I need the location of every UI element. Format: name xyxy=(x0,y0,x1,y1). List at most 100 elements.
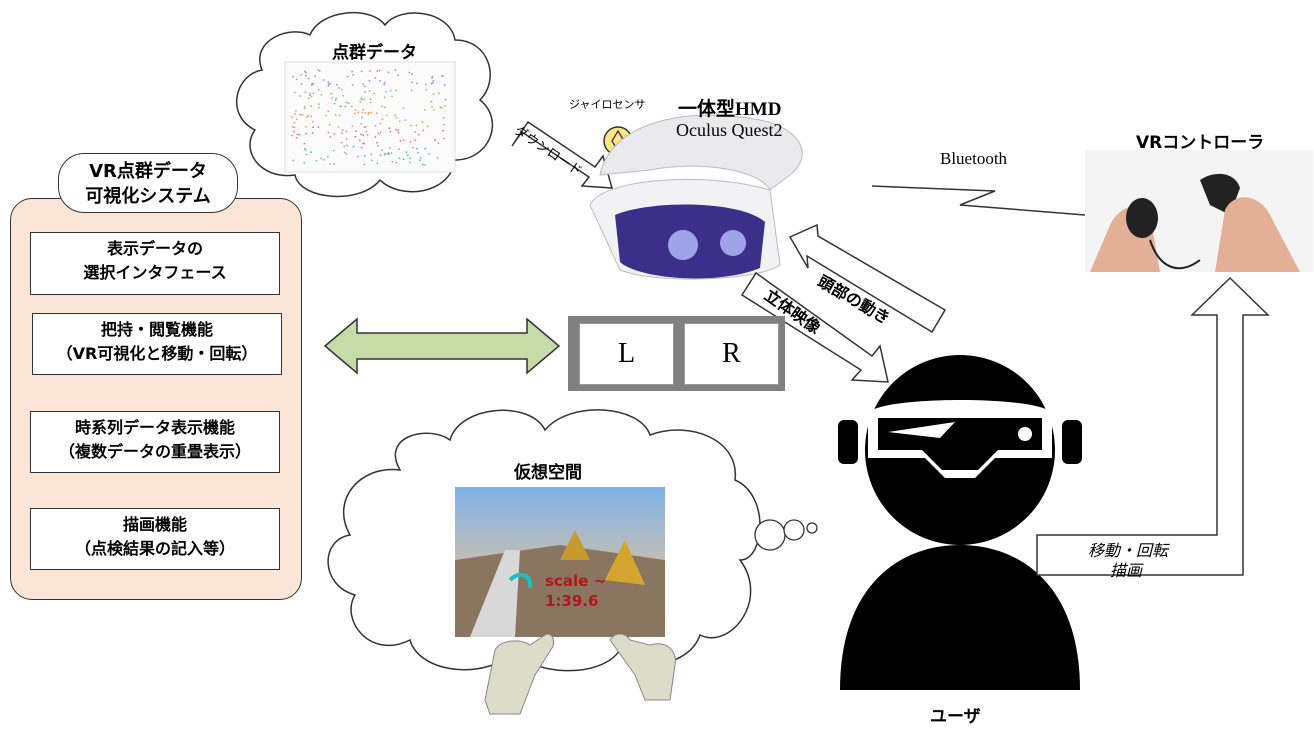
point-cloud-dot xyxy=(389,147,391,149)
point-cloud-dot xyxy=(310,115,312,118)
point-cloud-dot xyxy=(308,94,311,97)
point-cloud-dot xyxy=(409,161,411,164)
point-cloud-dot xyxy=(322,79,325,81)
point-cloud-dot xyxy=(402,158,405,161)
point-cloud-dot xyxy=(398,157,401,160)
point-cloud-dot xyxy=(397,131,400,134)
point-cloud-dot xyxy=(387,71,390,74)
point-cloud-dot xyxy=(366,134,369,136)
point-cloud-dot xyxy=(311,132,314,135)
point-cloud-dot xyxy=(425,83,427,86)
point-cloud-dot xyxy=(304,107,306,110)
point-cloud-dot xyxy=(330,92,333,95)
function-label: 表示データの xyxy=(106,239,203,258)
point-cloud-dot xyxy=(318,103,320,105)
point-cloud-dot xyxy=(394,114,396,117)
point-cloud-dot xyxy=(332,149,335,152)
point-cloud-dot xyxy=(340,88,343,91)
point-cloud-dot xyxy=(311,120,314,123)
function-label: 選択インタフェース xyxy=(83,263,227,282)
function-box-grasp-view: 把持・閲覧機能 （VR可視化と移動・回転） xyxy=(32,313,282,375)
point-cloud-dot xyxy=(383,83,385,86)
point-cloud-dot xyxy=(432,93,435,95)
point-cloud-dot xyxy=(424,108,426,111)
point-cloud-dot xyxy=(410,89,413,92)
point-cloud-dot xyxy=(395,161,398,164)
point-cloud-dot xyxy=(431,81,434,84)
point-cloud-dot xyxy=(376,141,378,144)
point-cloud-dot xyxy=(325,114,327,117)
point-cloud-dot xyxy=(341,129,344,131)
head-motion-arrow xyxy=(788,223,947,334)
point-cloud-dot xyxy=(442,129,444,132)
point-cloud-dot xyxy=(379,154,382,157)
point-cloud-dot xyxy=(443,137,445,140)
thought-bubble-large xyxy=(754,519,786,551)
point-cloud-dot xyxy=(331,97,333,99)
point-cloud-dot xyxy=(346,75,349,78)
point-cloud-dot xyxy=(411,73,413,75)
point-cloud-dot xyxy=(318,70,321,72)
point-cloud-dot xyxy=(345,130,348,133)
point-cloud-dot xyxy=(381,149,383,152)
point-cloud-dot xyxy=(415,82,418,85)
point-cloud-dot xyxy=(416,147,418,150)
point-cloud-dot xyxy=(295,110,297,112)
point-cloud-dot xyxy=(340,141,343,144)
point-cloud-dot xyxy=(362,142,364,145)
point-cloud-dot xyxy=(414,131,417,133)
point-cloud-dot xyxy=(341,132,343,134)
point-cloud-dot xyxy=(438,92,440,95)
point-cloud-dot xyxy=(333,163,335,166)
point-cloud-dot xyxy=(385,114,388,117)
controller-label: VRコントローラ xyxy=(1136,133,1265,153)
point-cloud-dot xyxy=(351,125,354,127)
point-cloud-dot xyxy=(431,77,433,79)
function-label: 把持・閲覧機能 xyxy=(100,320,213,339)
point-cloud-dot xyxy=(320,93,323,96)
point-cloud-dot xyxy=(443,84,446,87)
point-cloud-dot xyxy=(291,116,293,119)
virtual-space-label: 仮想空間 xyxy=(514,463,582,483)
point-cloud-dot xyxy=(293,130,295,133)
stereo-arrow xyxy=(740,271,889,383)
point-cloud-dot xyxy=(369,111,372,114)
point-cloud-dot xyxy=(383,81,386,84)
point-cloud-dot xyxy=(305,125,307,128)
point-cloud-dot xyxy=(395,116,398,119)
point-cloud-label: 点群データ xyxy=(332,43,417,63)
point-cloud-dot xyxy=(358,139,361,142)
point-cloud-dot xyxy=(399,140,402,142)
point-cloud-dot xyxy=(352,73,355,76)
function-box-drawing: 描画機能 （点検結果の記入等） xyxy=(30,508,280,570)
point-cloud-dot xyxy=(354,135,357,138)
point-cloud-dot xyxy=(397,74,400,77)
point-cloud-dot xyxy=(402,107,405,110)
function-label: （点検結果の記入等） xyxy=(74,539,235,558)
point-cloud-dot xyxy=(344,105,347,108)
point-cloud-dot xyxy=(304,71,307,74)
point-cloud-dot xyxy=(362,108,365,111)
bluetooth-label: Bluetooth xyxy=(940,149,1008,168)
point-cloud-dot xyxy=(322,158,325,161)
point-cloud-dot xyxy=(295,136,298,139)
point-cloud-dot xyxy=(365,130,368,133)
stereo-view-right: R xyxy=(684,323,779,385)
point-cloud-dot xyxy=(419,156,422,159)
point-cloud-dot xyxy=(328,123,331,126)
download-arrow xyxy=(511,120,614,189)
point-cloud-dot xyxy=(299,95,302,97)
system-title-line2: 可視化システム xyxy=(85,186,211,207)
double-arrow xyxy=(323,317,561,375)
point-cloud-dot xyxy=(368,79,371,82)
point-cloud-dot xyxy=(394,69,397,71)
point-cloud-dot xyxy=(304,91,307,93)
point-cloud-dot xyxy=(333,132,336,135)
point-cloud-dot xyxy=(355,130,357,133)
point-cloud-dot xyxy=(359,100,362,103)
point-cloud-dot xyxy=(345,144,348,147)
point-cloud-dot xyxy=(303,105,306,108)
point-cloud-dot xyxy=(327,131,330,134)
point-cloud-dot xyxy=(318,106,320,109)
point-cloud-dot xyxy=(364,111,367,114)
